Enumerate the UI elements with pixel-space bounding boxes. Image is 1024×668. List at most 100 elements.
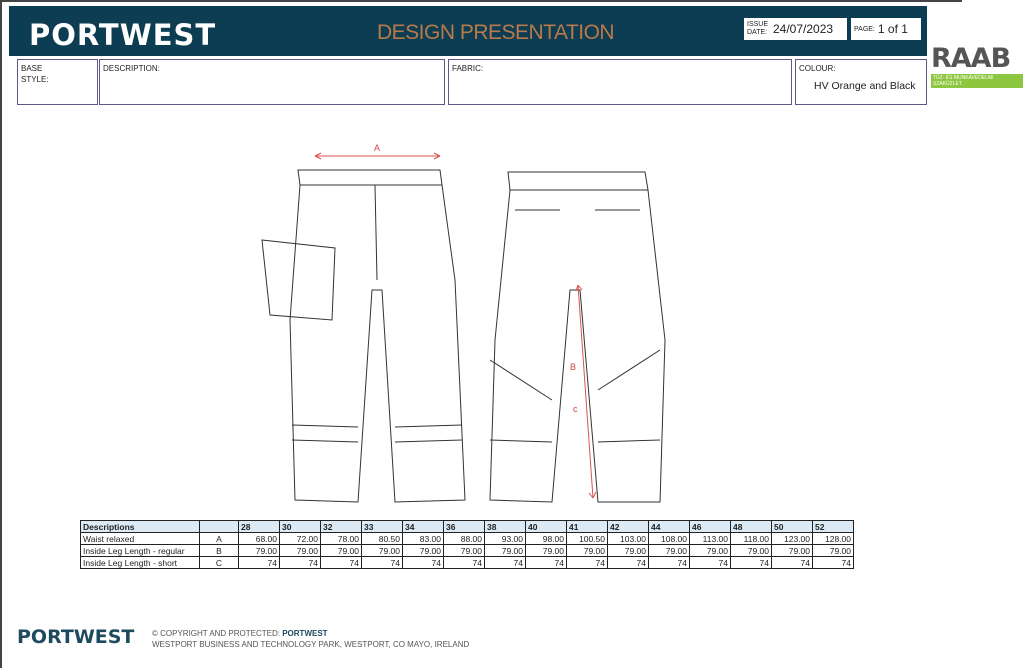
- header-cell: 48: [730, 520, 772, 533]
- size-value-cell: 79.00: [443, 544, 485, 557]
- size-value-cell: 78.00: [320, 532, 362, 545]
- size-value-cell: 74: [279, 556, 321, 569]
- size-value-cell: 74: [402, 556, 444, 569]
- page-label: PAGE:: [854, 25, 875, 33]
- size-value-cell: 74: [648, 556, 690, 569]
- size-value-cell: 79.00: [320, 544, 362, 557]
- size-value-cell: 74: [320, 556, 362, 569]
- date-label: DATE:: [747, 29, 768, 36]
- header-cell: 41: [566, 520, 608, 533]
- size-value-cell: 74: [730, 556, 772, 569]
- description-label: DESCRIPTION:: [103, 64, 160, 73]
- header-cell: 50: [771, 520, 813, 533]
- header-cell: 44: [648, 520, 690, 533]
- front-view-trousers: [261, 169, 466, 503]
- row-description: Waist relaxed: [80, 532, 200, 545]
- size-value-cell: 79.00: [730, 544, 772, 557]
- header-cell: 38: [484, 520, 526, 533]
- row-code: C: [199, 556, 239, 569]
- header-cell: 30: [279, 520, 321, 533]
- header-cell: 32: [320, 520, 362, 533]
- watermark-brand: RAAB: [931, 43, 1011, 74]
- size-value-cell: 74: [525, 556, 567, 569]
- header-cell: 34: [402, 520, 444, 533]
- size-value-cell: 74: [607, 556, 649, 569]
- header-cell: 40: [525, 520, 567, 533]
- footer-address: WESTPORT BUSINESS AND TECHNOLOGY PARK, W…: [152, 640, 470, 649]
- watermark-tagline: TŰZ- ÉS MUNKAVÉDELMI SZAKÜZLET: [931, 74, 1023, 88]
- measurement-label-b: B: [570, 362, 576, 372]
- colour-label: COLOUR:: [799, 64, 836, 73]
- base-label: BASE: [21, 64, 43, 73]
- header-cell: 36: [443, 520, 485, 533]
- measurement-label-a: A: [374, 143, 380, 153]
- style-label: STYLE:: [21, 75, 49, 84]
- header-cell: 42: [607, 520, 649, 533]
- size-value-cell: 79.00: [566, 544, 608, 557]
- row-description: Inside Leg Length - regular: [80, 544, 200, 557]
- header-cell: 33: [361, 520, 403, 533]
- size-value-cell: 79.00: [525, 544, 567, 557]
- size-value-cell: 123.00: [771, 532, 813, 545]
- size-value-cell: 74: [484, 556, 526, 569]
- size-value-cell: 79.00: [402, 544, 444, 557]
- size-value-cell: 74: [566, 556, 608, 569]
- size-value-cell: 79.00: [484, 544, 526, 557]
- header-cell: 28: [238, 520, 280, 533]
- footer-logo: PORTWEST: [17, 626, 135, 648]
- header-cell: 52: [812, 520, 854, 533]
- fabric-box: FABRIC:: [448, 59, 792, 105]
- measurement-label-c: c: [573, 404, 578, 414]
- size-value-cell: 74: [361, 556, 403, 569]
- size-value-cell: 80.50: [361, 532, 403, 545]
- description-box: DESCRIPTION:: [99, 59, 445, 105]
- size-value-cell: 83.00: [402, 532, 444, 545]
- issue-date: 24/07/2023: [773, 22, 834, 36]
- size-value-cell: 74: [812, 556, 854, 569]
- row-code: B: [199, 544, 239, 557]
- size-value-cell: 79.00: [238, 544, 280, 557]
- footer-copyright: © COPYRIGHT AND PROTECTED: PORTWEST WEST…: [152, 628, 469, 650]
- copyright-text: © COPYRIGHT AND PROTECTED:: [152, 629, 283, 638]
- size-value-cell: 79.00: [361, 544, 403, 557]
- header-cell: 46: [689, 520, 731, 533]
- size-value-cell: 98.00: [525, 532, 567, 545]
- measurement-lines: [314, 152, 597, 499]
- colour-box: COLOUR: HV Orange and Black: [795, 59, 927, 105]
- size-value-cell: 88.00: [443, 532, 485, 545]
- size-value-cell: 93.00: [484, 532, 526, 545]
- page-border-left: [0, 0, 2, 668]
- size-value-cell: 79.00: [279, 544, 321, 557]
- size-value-cell: 128.00: [812, 532, 854, 545]
- page-border-top: [0, 0, 962, 2]
- size-value-cell: 113.00: [689, 532, 731, 545]
- technical-drawing: A B c: [261, 143, 666, 503]
- size-value-cell: 68.00: [238, 532, 280, 545]
- size-value-cell: 74: [689, 556, 731, 569]
- header-cell: Descriptions: [80, 520, 200, 533]
- row-code: A: [199, 532, 239, 545]
- size-value-cell: 118.00: [730, 532, 772, 545]
- size-value-cell: 79.00: [812, 544, 854, 557]
- page-title: DESIGN PRESENTATION: [377, 21, 615, 44]
- size-value-cell: 100.50: [566, 532, 608, 545]
- size-value-cell: 79.00: [771, 544, 813, 557]
- size-value-cell: 79.00: [607, 544, 649, 557]
- size-value-cell: 103.00: [607, 532, 649, 545]
- row-description: Inside Leg Length - short: [80, 556, 200, 569]
- size-value-cell: 74: [238, 556, 280, 569]
- page-box: PAGE: 1 of 1: [851, 18, 921, 40]
- header-cell: [199, 520, 239, 533]
- size-value-cell: 74: [771, 556, 813, 569]
- size-value-cell: 72.00: [279, 532, 321, 545]
- watermark-logo: RAAB TŰZ- ÉS MUNKAVÉDELMI SZAKÜZLET: [931, 44, 1023, 88]
- page-number: 1 of 1: [877, 22, 908, 36]
- copyright-brand: PORTWEST: [282, 629, 328, 638]
